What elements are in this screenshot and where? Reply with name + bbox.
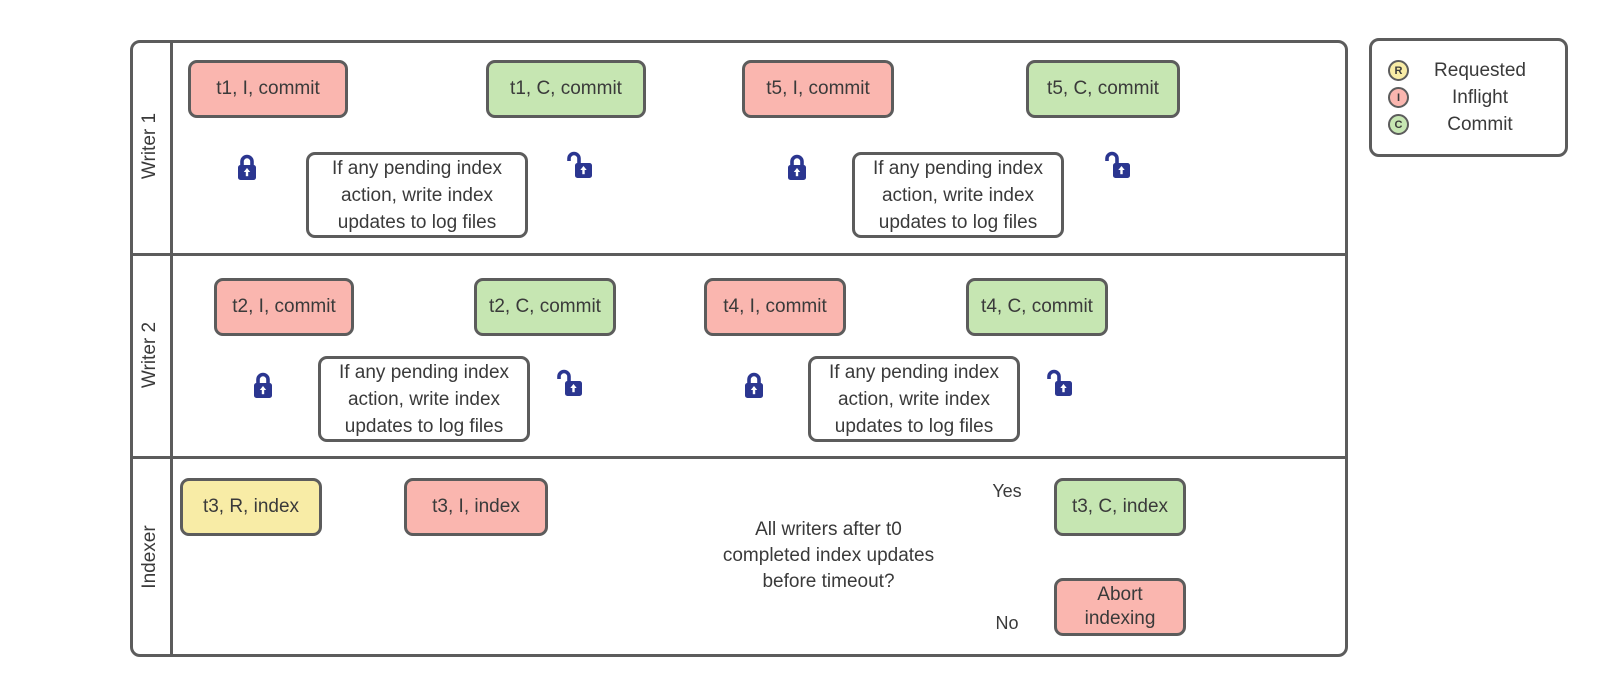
process-box-t5: If any pending index action, write index… xyxy=(852,152,1064,238)
node-t3-requested: t3, R, index xyxy=(180,478,322,536)
lock-open-icon xyxy=(1105,151,1130,178)
node-t1-inflight: t1, I, commit xyxy=(188,60,348,118)
node-t3-commit: t3, C, index xyxy=(1054,478,1186,536)
legend-item-inflight: I Inflight xyxy=(1388,87,1551,109)
lock-closed-icon xyxy=(254,372,272,398)
inflight-state-icon: I xyxy=(1388,87,1409,108)
lock-closed-icon xyxy=(238,154,256,180)
process-box-t1: If any pending index action, write index… xyxy=(306,152,528,238)
lane-label-writer-2: Writer 2 xyxy=(139,321,160,389)
branch-label-yes: Yes xyxy=(992,481,1022,501)
legend-label: Requested xyxy=(1434,59,1526,81)
lock-closed-icon xyxy=(788,154,806,180)
node-t2-commit: t2, C, commit xyxy=(474,278,616,336)
node-t4-inflight: t4, I, commit xyxy=(704,278,846,336)
swimlane-pool xyxy=(130,40,1348,657)
lane-divider-2 xyxy=(130,456,1348,459)
node-t4-commit: t4, C, commit xyxy=(966,278,1108,336)
node-t1-commit: t1, C, commit xyxy=(486,60,646,118)
lock-open-icon xyxy=(1047,369,1072,396)
lane-label-writer-1: Writer 1 xyxy=(139,112,160,180)
lock-closed-icon xyxy=(745,372,763,398)
legend-label: Inflight xyxy=(1452,86,1508,108)
lane-label-indexer: Indexer xyxy=(139,525,160,589)
lane-header-divider xyxy=(170,40,173,657)
legend-label: Commit xyxy=(1447,113,1513,135)
node-t5-commit: t5, C, commit xyxy=(1026,60,1180,118)
branch-label-no: No xyxy=(995,613,1019,633)
lock-open-icon xyxy=(567,151,592,178)
lock-open-icon xyxy=(557,369,582,396)
node-t2-inflight: t2, I, commit xyxy=(214,278,354,336)
legend-item-requested: R Requested xyxy=(1388,60,1551,82)
process-box-t2: If any pending index action, write index… xyxy=(318,356,530,442)
legend: R Requested I Inflight C Commit xyxy=(1369,38,1568,157)
node-abort-indexing: Abort indexing xyxy=(1054,578,1186,636)
lane-divider-1 xyxy=(130,253,1348,256)
node-t3-inflight: t3, I, index xyxy=(404,478,548,536)
legend-item-commit: C Commit xyxy=(1388,114,1551,136)
node-t5-inflight: t5, I, commit xyxy=(742,60,894,118)
process-box-t4: If any pending index action, write index… xyxy=(808,356,1020,442)
commit-state-icon: C xyxy=(1388,114,1409,135)
decision-text: All writers after t0 completed index upd… xyxy=(722,519,935,592)
requested-state-icon: R xyxy=(1388,60,1409,81)
